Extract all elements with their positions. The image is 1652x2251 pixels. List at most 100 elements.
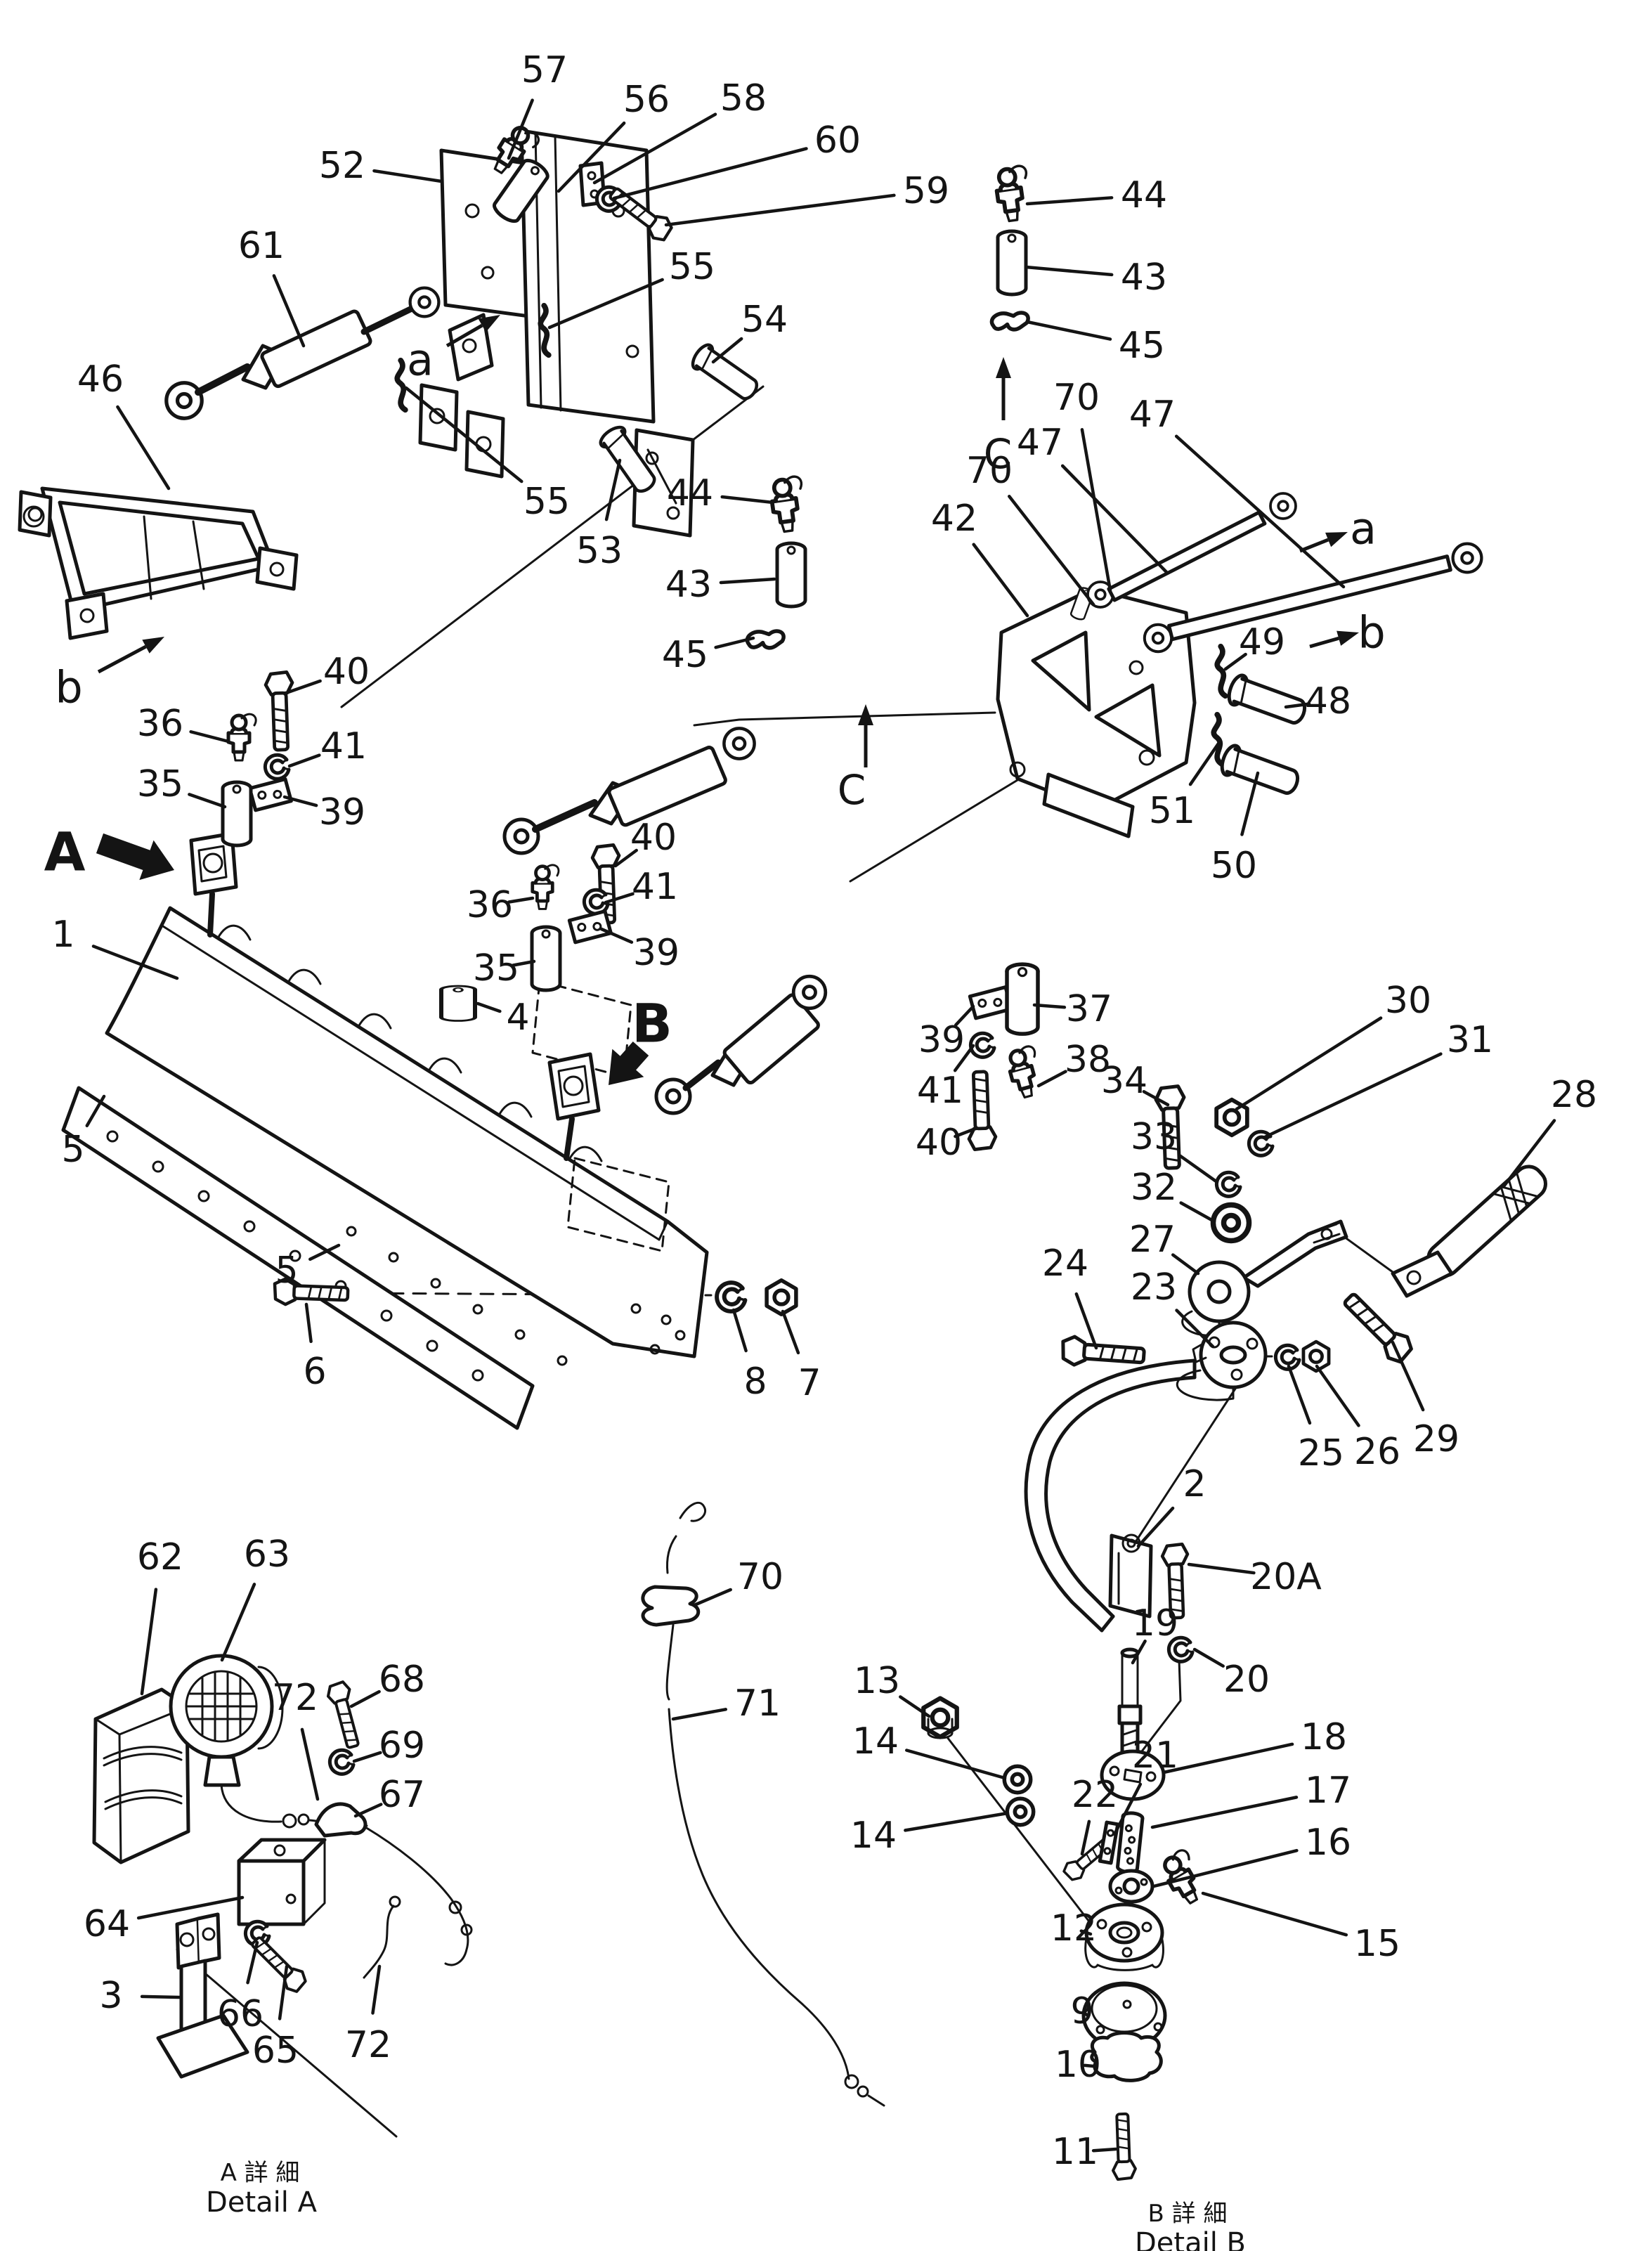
- part-callout-50: 50: [1211, 771, 1260, 887]
- part-number-label: 58: [720, 77, 767, 119]
- part-number-label: 9: [1070, 1990, 1093, 2032]
- part-number-label: 41: [632, 866, 678, 908]
- part-number-label: 26: [1354, 1431, 1400, 1473]
- part-callout-55: 55: [547, 246, 715, 330]
- leader-line: [1060, 464, 1169, 574]
- part-number-label: 5: [61, 1129, 84, 1171]
- leader-line: [1315, 1364, 1360, 1427]
- leader-line: [404, 386, 523, 484]
- leader-line: [1083, 2063, 1095, 2068]
- leader-line: [1083, 2011, 1090, 2018]
- leader-line: [282, 795, 318, 807]
- leader-line: [349, 1689, 381, 1708]
- leader-line: [613, 848, 638, 868]
- part-callout-35-2: 35: [473, 947, 536, 990]
- part-callout-42: 42: [931, 498, 1029, 618]
- part-number-label: 29: [1413, 1418, 1459, 1460]
- part-number-label: 17: [1305, 1770, 1351, 1812]
- lock-fitting-44a: [769, 476, 807, 533]
- arrow-shaft: [1309, 636, 1339, 649]
- lamp-mount-64: [237, 1838, 327, 1926]
- part-callout-35: 35: [137, 763, 227, 809]
- lamp-bracket-b: [547, 1052, 601, 1161]
- work-lamp-63: [169, 1654, 368, 1829]
- part-callout-58: 58: [592, 77, 767, 185]
- part-number-label: 31: [1447, 1019, 1493, 1061]
- bracket-2: [1108, 1533, 1153, 1618]
- part-number-label: 71: [734, 1682, 781, 1725]
- leader-line: [1162, 1742, 1294, 1775]
- part-callout-69: 69: [352, 1725, 425, 1767]
- part-number-label: 44: [667, 472, 713, 514]
- part-callout-44-2: 44: [1025, 174, 1167, 216]
- part-number-label: 59: [903, 170, 949, 212]
- leader-line: [599, 927, 634, 944]
- leader-line: [1223, 652, 1247, 671]
- leader-line: [692, 1588, 732, 1607]
- view-letter-label: a: [407, 335, 434, 386]
- part-callout-3: 3: [99, 1975, 182, 2017]
- part-callout-60: 60: [612, 119, 861, 200]
- part-callout-44: 44: [667, 472, 775, 514]
- push-frame-46: [18, 486, 299, 640]
- part-callout-45-2: 45: [1025, 320, 1165, 367]
- leader-line: [972, 543, 1029, 618]
- part-number-label: 28: [1551, 1074, 1597, 1116]
- leader-line: [1192, 1647, 1225, 1668]
- pin-48: [1225, 673, 1308, 729]
- leader-line: [1284, 702, 1311, 709]
- part-number-label: 22: [1072, 1774, 1118, 1816]
- lock-washer-8: [717, 1283, 745, 1311]
- part-number-label: 34: [1101, 1060, 1147, 1102]
- leader-line: [714, 636, 755, 649]
- detail-caption-1: A 詳 細: [221, 2159, 300, 2187]
- leader-line: [1240, 771, 1260, 836]
- leader-line: [1178, 1154, 1219, 1184]
- part-number-label: 61: [238, 225, 285, 267]
- leader-line: [664, 193, 896, 227]
- leader-line: [352, 1751, 382, 1763]
- leader-line: [372, 169, 443, 183]
- view-arrow-a-92: A: [44, 821, 174, 883]
- arrow-head-icon: [996, 357, 1011, 378]
- part-number-label: 70: [966, 450, 1013, 492]
- leader-line: [1025, 320, 1112, 341]
- part-number-label: 20A: [1250, 1556, 1322, 1598]
- leader-line: [189, 730, 230, 744]
- part-callout-36: 36: [137, 703, 230, 745]
- part-callout-40-2: 40: [613, 817, 677, 868]
- leader-line: [953, 1044, 975, 1072]
- part-callout-55-2: 55: [404, 386, 570, 523]
- part-callout-64: 64: [84, 1895, 245, 1945]
- leader-line: [904, 1811, 1010, 1832]
- part-callout-30: 30: [1235, 980, 1431, 1111]
- part-number-label: 41: [320, 725, 367, 767]
- view-letter-label: A: [44, 821, 86, 883]
- leader-line: [557, 121, 626, 193]
- part-number-label: 10: [1055, 2044, 1101, 2086]
- leader-line: [604, 458, 622, 521]
- washer-32: [1214, 1205, 1249, 1241]
- part-number-label: 39: [918, 1019, 965, 1061]
- leader-line: [246, 1940, 259, 1985]
- part-number-label: 21: [1132, 1734, 1178, 1777]
- link-rod-47b: [1145, 544, 1482, 652]
- part-callout-71: 71: [671, 1682, 781, 1725]
- view-arrow-c-1420: C: [984, 357, 1012, 478]
- part-number-label: 11: [1052, 2131, 1098, 2173]
- part-callout-5: 5: [61, 1094, 106, 1171]
- part-callout-40: 40: [286, 651, 370, 694]
- part-number-label: 67: [379, 1774, 425, 1816]
- leader-line: [547, 278, 664, 330]
- part-number-label: 57: [521, 49, 568, 91]
- leader-line: [507, 896, 535, 904]
- view-arrow-a-1940: a: [1299, 503, 1377, 554]
- grease-fitting-36b: [533, 865, 559, 909]
- leader-line: [592, 112, 717, 185]
- part-callout-51: 51: [1149, 739, 1222, 832]
- part-number-label: 51: [1149, 790, 1195, 832]
- part-callout-39-2: 39: [599, 927, 679, 974]
- part-number-label: 37: [1066, 988, 1112, 1030]
- washer-14a: [1004, 1766, 1030, 1792]
- leader-line: [91, 945, 179, 980]
